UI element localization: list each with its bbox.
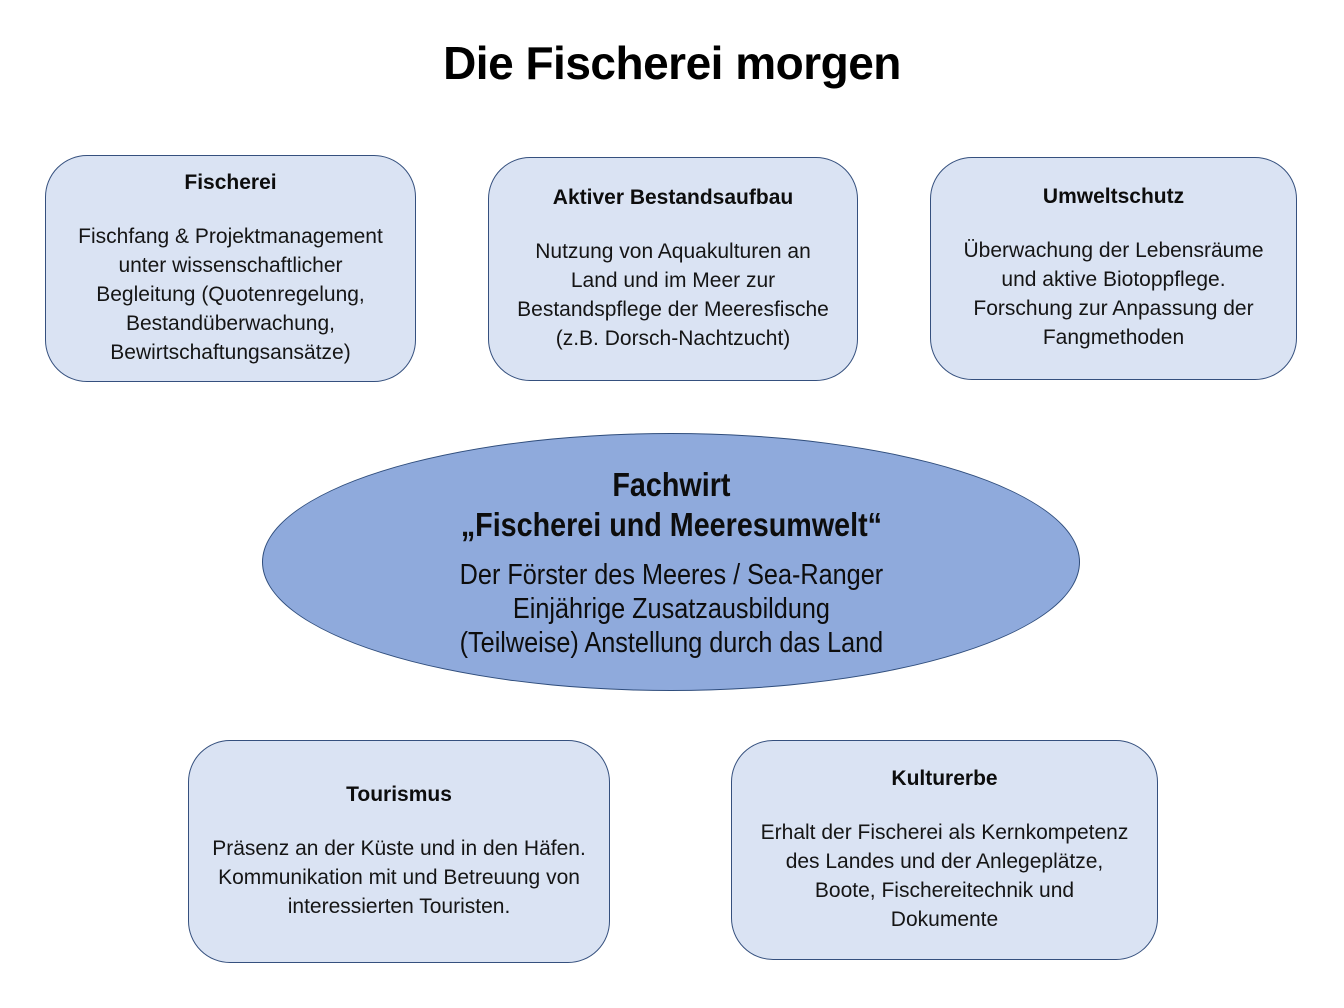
box-tourismus-title: Tourismus: [346, 782, 452, 806]
box-tourismus: Tourismus Präsenz an der Küste und in de…: [188, 740, 610, 963]
box-fischerei-body: Fischfang & Projektmanagement unter wiss…: [78, 224, 383, 364]
slide-title: Die Fischerei morgen: [443, 37, 901, 89]
box-fischerei-title: Fischerei: [184, 170, 277, 194]
ellipse-fachwirt-heading: Fachwirt „Fischerei und Meeresumwelt“: [460, 465, 882, 543]
box-aktiver-bestandsaufbau-title: Aktiver Bestandsaufbau: [552, 185, 794, 209]
box-aktiver-bestandsaufbau: Aktiver Bestandsaufbau Nutzung von Aquak…: [488, 157, 858, 381]
box-fischerei: Fischerei Fischfang & Projektmanagement …: [45, 155, 416, 382]
ellipse-fachwirt: Fachwirt „Fischerei und Meeresumwelt“ De…: [262, 433, 1080, 691]
box-umweltschutz-title: Umweltschutz: [1042, 185, 1185, 208]
ellipse-fachwirt-content: Fachwirt „Fischerei und Meeresumwelt“ De…: [459, 465, 883, 660]
box-kulturerbe-title: Kulturerbe: [891, 766, 998, 790]
box-umweltschutz: Umweltschutz Überwachung der Lebensräume…: [930, 157, 1297, 380]
box-kulturerbe: Kulturerbe Erhalt der Fischerei als Kern…: [731, 740, 1158, 960]
box-kulturerbe-body: Erhalt der Fischerei als Kernkompetenz d…: [760, 820, 1129, 931]
box-umweltschutz-body: Überwachung der Lebensräume und aktive B…: [963, 239, 1264, 349]
box-tourismus-body: Präsenz an der Küste und in den Häfen. K…: [212, 836, 586, 918]
ellipse-fachwirt-body: Der Förster des Meeres / Sea-Ranger Einj…: [459, 558, 883, 659]
box-aktiver-bestandsaufbau-body: Nutzung von Aquakulturen an Land und im …: [517, 239, 829, 350]
